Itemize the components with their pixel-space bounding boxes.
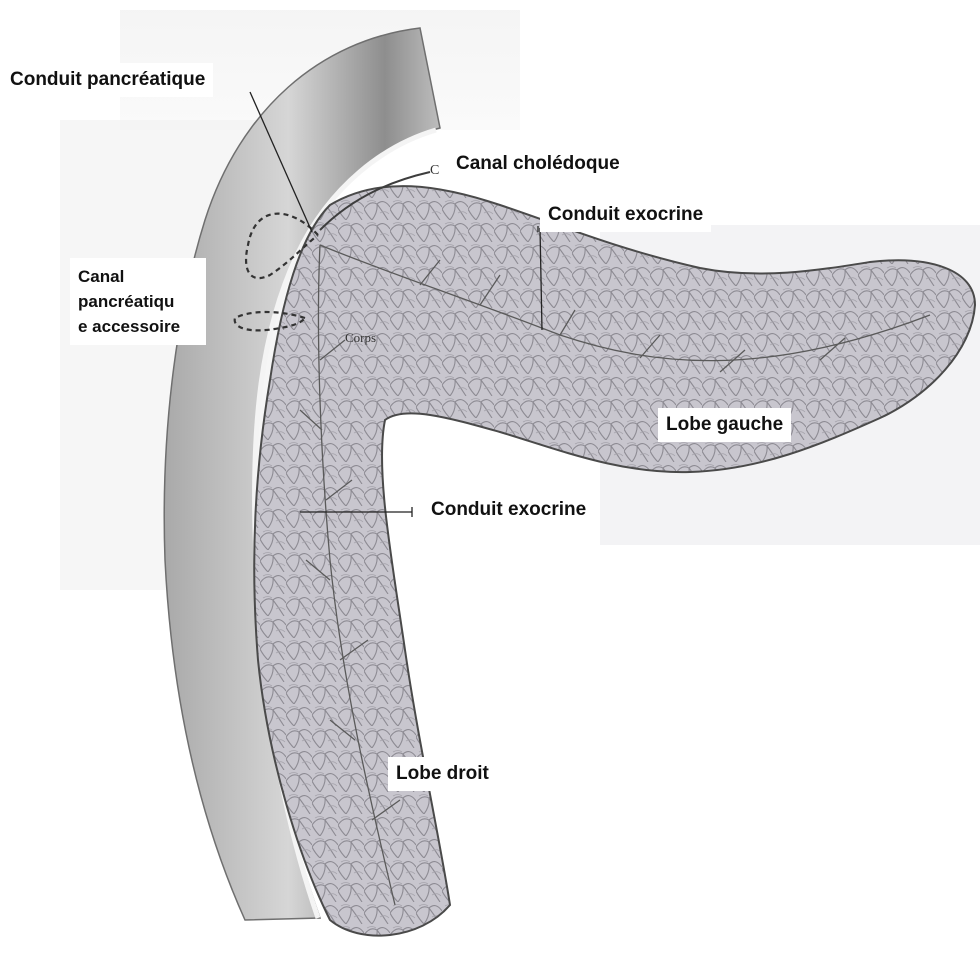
- label-canal-line1: Canal: [78, 264, 198, 289]
- label-conduit-pancreatique: Conduit pancréatique: [2, 63, 213, 97]
- label-lobe-droit: Lobe droit: [388, 757, 497, 791]
- label-conduit-exocrine-middle: Conduit exocrine: [423, 493, 594, 527]
- label-canal-line2: pancréatiqu: [78, 289, 198, 314]
- label-corps: Corps: [345, 330, 376, 346]
- label-conduit-exocrine-top: Conduit exocrine: [540, 198, 711, 232]
- label-canal-line3: e accessoire: [78, 314, 198, 339]
- label-canal-pancreatique-accessoire: Canal pancréatiqu e accessoire: [70, 258, 206, 345]
- label-canal-choledoque: Canal cholédoque: [448, 147, 628, 181]
- cut-letter: C: [430, 163, 439, 179]
- label-lobe-gauche: Lobe gauche: [658, 408, 791, 442]
- pancreas: [254, 186, 975, 936]
